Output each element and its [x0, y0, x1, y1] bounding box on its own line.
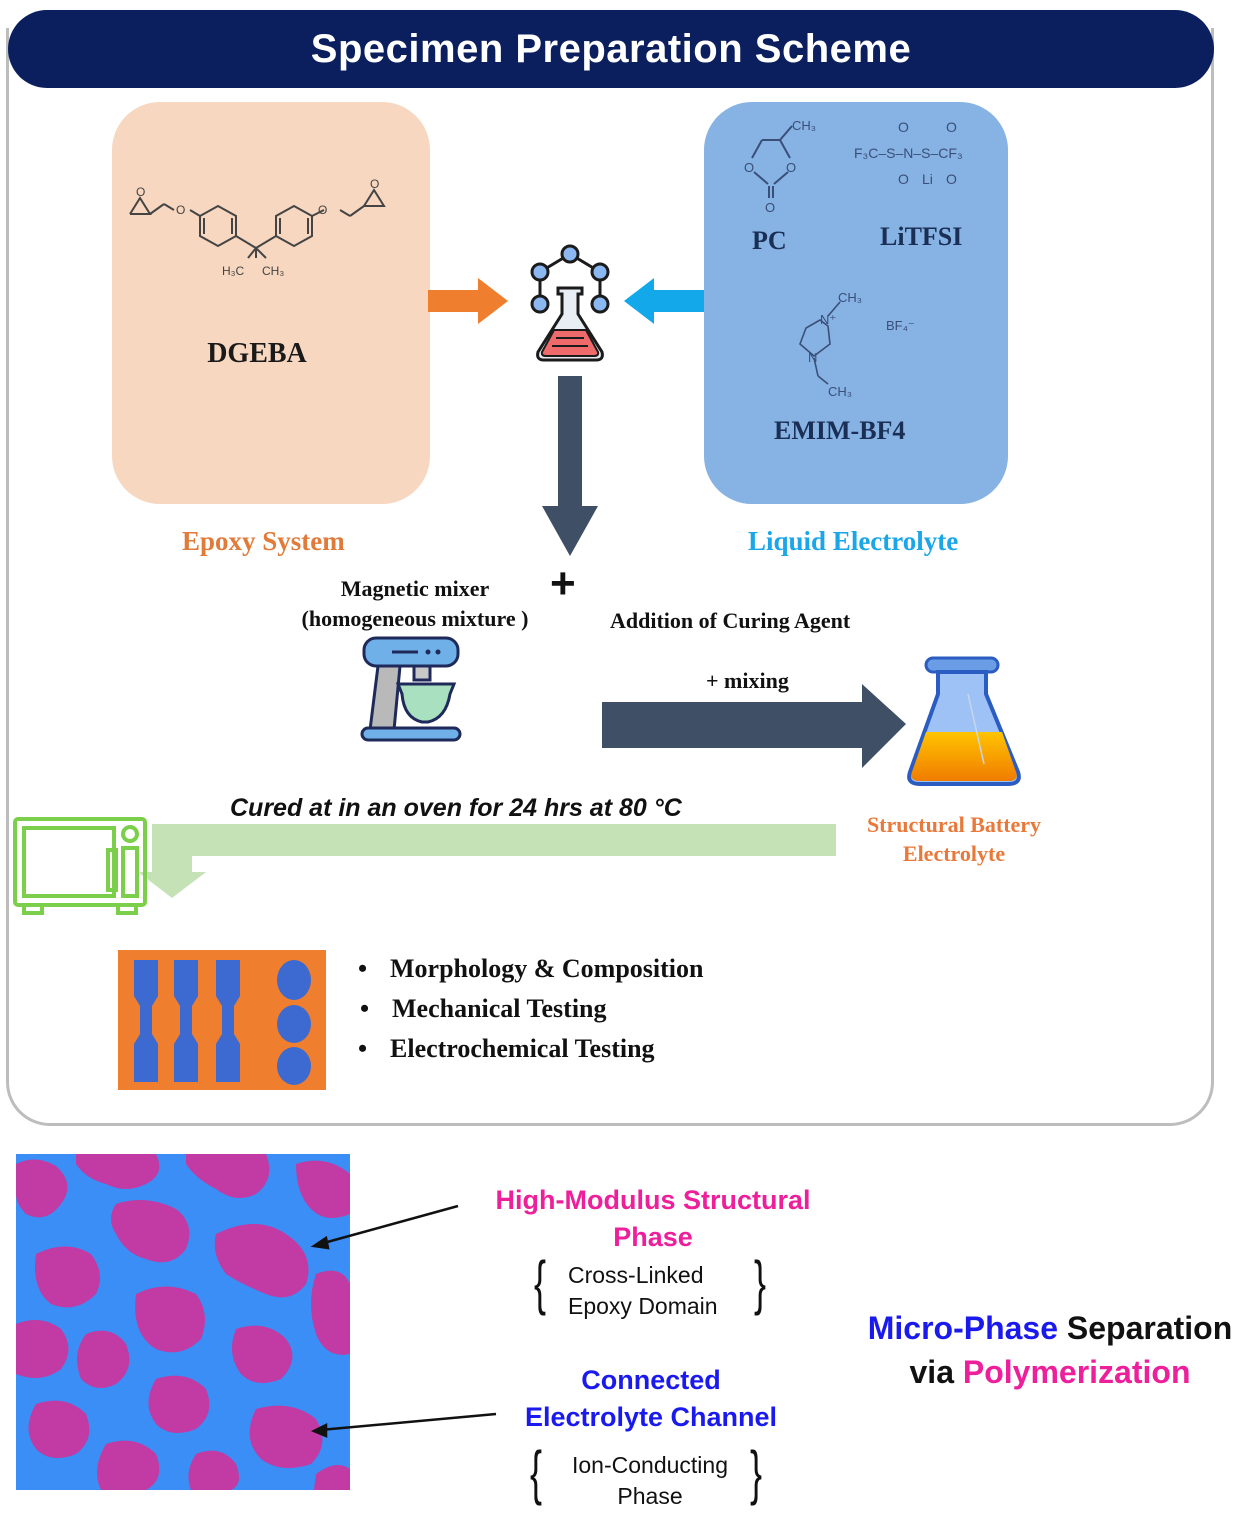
summary-polymerization: Polymerization: [962, 1354, 1191, 1390]
right-methyl-label: CH₃: [262, 264, 285, 278]
flask-molecule-icon: [530, 244, 610, 362]
title-bar: Specimen Preparation Scheme: [8, 10, 1214, 88]
curing-label: Cured at in an oven for 24 hrs at 80 °C: [230, 794, 682, 822]
plus-symbol: +: [550, 559, 576, 608]
mixer-label-line2: (homogeneous mixture ): [301, 606, 529, 631]
arrowhead-structural: [310, 1235, 330, 1250]
pc-structure-icon: CH₃ O O O: [744, 118, 816, 215]
emim-structure-icon: CH₃ N⁺ N CH₃ BF₄⁻: [799, 290, 915, 399]
structural-phase-detail: { Cross-Linked Epoxy Domain }: [530, 1249, 780, 1326]
structural-phase-domains: [16, 1154, 350, 1490]
svg-text:O: O: [744, 160, 754, 175]
svg-text:F₃C–S–N–S–CF₃: F₃C–S–N–S–CF₃: [854, 145, 963, 161]
mixing-label: + mixing: [706, 668, 789, 693]
test-item: • Mechanical Testing: [360, 994, 703, 1034]
test-item: • Electrochemical Testing: [358, 1034, 703, 1074]
blue-arrow-icon: [624, 278, 704, 324]
svg-text:N: N: [808, 350, 817, 365]
down-arrow-icon: [542, 376, 598, 556]
summary-micro-phase: Micro-Phase: [867, 1310, 1058, 1346]
close-brace: }: [754, 1249, 767, 1316]
product-label: Structural Battery Electrolyte: [852, 810, 1056, 868]
morphology-image: [16, 1154, 350, 1490]
electrolyte-phase-detail: { Ion-Conducting Phase }: [526, 1439, 776, 1516]
bullet: •: [358, 954, 368, 983]
svg-text:O: O: [946, 119, 957, 135]
stand-mixer-icon: [360, 636, 462, 742]
svg-text:CH₃: CH₃: [792, 118, 816, 133]
epoxy-system-caption: Epoxy System: [182, 526, 345, 556]
curing-agent-label: Addition of Curing Agent: [610, 608, 851, 633]
summary-separation: Separation: [1058, 1310, 1233, 1346]
pc-label: PC: [752, 226, 787, 255]
open-brace: {: [530, 1439, 543, 1506]
structural-phase-title: High-Modulus Structural Phase: [470, 1182, 836, 1256]
svg-text:BF₄⁻: BF₄⁻: [886, 318, 915, 333]
test-item-label: Mechanical Testing: [392, 994, 607, 1023]
electrolyte-detail-line2: Phase: [617, 1483, 683, 1509]
product-label-line2: Electrolyte: [902, 841, 1006, 866]
test-list: • Morphology & Composition • Mechanical Te…: [358, 954, 704, 1074]
curing-arrow-icon: [140, 824, 836, 898]
electrolyte-phase-title-line1: Connected: [581, 1365, 721, 1395]
mixer-label-line1: Magnetic mixer: [340, 576, 490, 601]
svg-text:CH₃: CH₃: [828, 384, 852, 399]
electrolyte-phase-title: Connected Electrolyte Channel: [490, 1362, 812, 1436]
dgeba-structure-icon: O O O O: [129, 177, 386, 259]
close-brace: }: [750, 1439, 763, 1506]
right-arrow-icon: [602, 684, 906, 768]
bullet: •: [360, 994, 370, 1023]
pointer-arrows: [310, 1204, 497, 1438]
mixer-label: Magnetic mixer (homogeneous mixture ): [270, 574, 560, 634]
arrowhead-electrolyte: [310, 1422, 328, 1438]
svg-text:O: O: [176, 203, 185, 217]
structural-phase-title-line2: Phase: [613, 1222, 693, 1252]
litfsi-label: LiTFSI: [880, 222, 963, 251]
svg-text:O: O: [318, 203, 327, 217]
svg-text:CH₃: CH₃: [838, 290, 862, 305]
svg-text:O: O: [898, 171, 909, 187]
electrolyte-detail-line1: Ion-Conducting: [572, 1452, 728, 1478]
left-methyl-label: H₃C: [222, 264, 245, 278]
liquid-electrolyte-caption: Liquid Electrolyte: [748, 526, 959, 556]
liquid-electrolyte-box: CH₃ O O O F₃C–S–N–S–CF₃ O O O O Li PC Li…: [704, 102, 1008, 504]
bullet: •: [358, 1034, 368, 1063]
dgeba-label: DGEBA: [207, 338, 307, 369]
svg-text:O: O: [946, 171, 957, 187]
structural-detail-line2: Epoxy Domain: [568, 1293, 718, 1319]
svg-text:O: O: [765, 200, 775, 215]
test-item-label: Electrochemical Testing: [390, 1034, 655, 1063]
electrolyte-phase-title-line2: Electrolyte Channel: [524, 1402, 778, 1432]
orange-arrow-icon: [428, 278, 508, 324]
structural-phase-title-line1: High-Modulus Structural: [495, 1185, 811, 1215]
test-item: • Morphology & Composition: [358, 954, 704, 994]
summary-via: via: [909, 1354, 963, 1390]
emim-bf4-label: EMIM-BF4: [774, 416, 906, 445]
svg-text:O: O: [786, 160, 796, 175]
svg-text:N⁺: N⁺: [820, 312, 836, 327]
epoxy-system-box: O O O O H₃C CH₃ DGEBA: [112, 102, 430, 504]
structural-detail-line1: Cross-Linked: [568, 1262, 704, 1288]
specimen-mold-icon: [118, 950, 326, 1090]
svg-text:O: O: [898, 119, 909, 135]
svg-text:Li: Li: [922, 171, 933, 187]
phase-separation-summary: Micro-Phase Separation via Polymerizatio…: [840, 1306, 1260, 1394]
open-brace: {: [534, 1249, 547, 1316]
litfsi-structure-icon: F₃C–S–N–S–CF₃ O O O O Li: [854, 119, 963, 187]
page-title: Specimen Preparation Scheme: [310, 26, 912, 71]
product-label-line1: Structural Battery: [866, 812, 1042, 837]
oven-icon: [13, 817, 147, 915]
svg-text:O: O: [370, 177, 379, 191]
erlenmeyer-flask-icon: [907, 656, 1021, 786]
svg-text:O: O: [136, 185, 145, 199]
test-item-label: Morphology & Composition: [390, 954, 704, 983]
